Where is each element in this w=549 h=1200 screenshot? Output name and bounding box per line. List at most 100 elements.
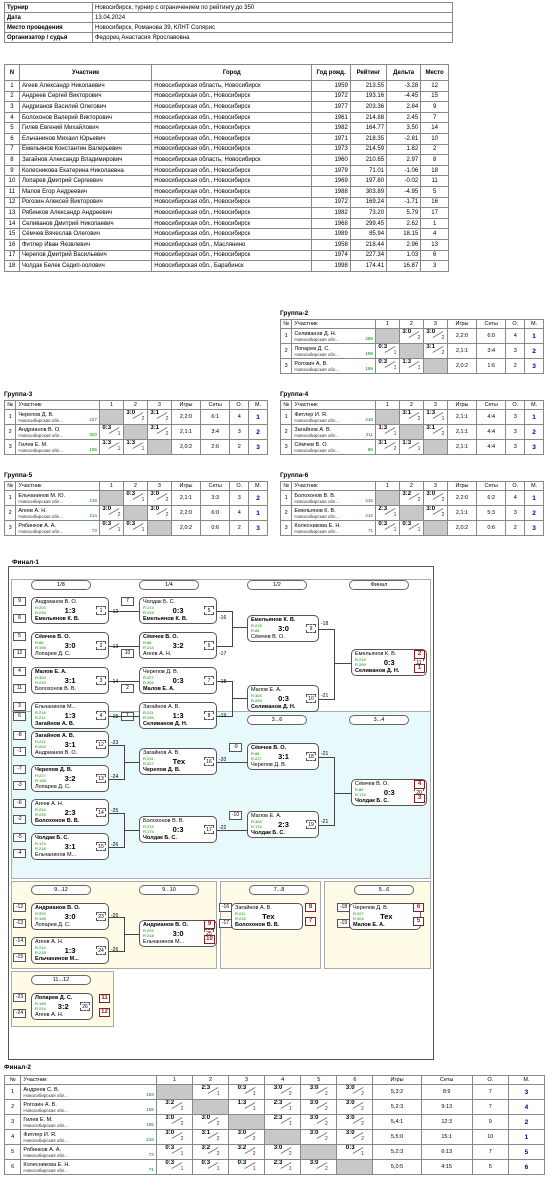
score-points: 1 [252, 1091, 256, 1097]
participant: Андрианов В. О.Новосибирская обл...203 [15, 424, 100, 440]
match-number: 14 [96, 808, 106, 817]
participant-city: Новосибирская обл... [294, 432, 340, 438]
match-result: 3:0 [278, 624, 289, 633]
sets: 3:3 [200, 490, 231, 506]
sets: 1:6 [476, 358, 507, 374]
score-value: 3:0 [426, 491, 436, 498]
column-header: № [279, 481, 293, 491]
points: 4 [229, 505, 250, 521]
player-2-name: Малов Е. А. [143, 686, 175, 692]
table-cell: Новосибирская обл., Новосибирск [151, 207, 313, 219]
games: 2,1:1 [170, 490, 202, 506]
seed-box: 3 [13, 702, 26, 711]
place: 1 [524, 409, 544, 425]
score-value: 3:0 [150, 506, 160, 513]
place-box: 8 [305, 903, 316, 912]
player-1-name: Загайнов А. В. [35, 733, 75, 739]
column-header: 4 [264, 1075, 302, 1085]
loser-ref: -26 [111, 842, 119, 848]
table-cell: Новосибирская обл., Новосибирск [151, 196, 313, 209]
score-points: 2 [141, 416, 145, 422]
match-number: 4 [96, 711, 106, 720]
participant-name: Загайнов А. В. [294, 426, 332, 433]
player-1-rating: R:215 [355, 657, 366, 662]
table-cell: Лопарев Дмитрий Сергеевич [18, 175, 153, 187]
column-header: О. [505, 481, 526, 491]
score-points: 2 [165, 497, 169, 503]
round-header: 1/8 [31, 580, 91, 590]
round-header: 9...12 [31, 885, 91, 895]
place: 3 [507, 1084, 546, 1100]
participant-name: Черепов Д. В. [18, 411, 54, 418]
participant: Черепов Д. В.Новосибирская обл...227 [15, 409, 100, 425]
score-points: 2 [252, 1136, 256, 1142]
column-header: Сеты [476, 481, 507, 491]
sets: 6:1 [200, 409, 231, 425]
row-number: 1 [3, 490, 17, 506]
place: 1 [248, 409, 268, 425]
table-cell: Андрианов Василий Олегович [18, 101, 153, 113]
seed-box: 5 [13, 632, 26, 641]
loser-ref: -21 [321, 693, 329, 699]
column-header: 5 [300, 1075, 338, 1085]
score-points: 2 [441, 512, 445, 518]
games: 5,0:5 [372, 1159, 422, 1175]
score-points: 2 [216, 1121, 220, 1127]
player-2-rating: R:218 [35, 950, 46, 955]
column-header: 3 [422, 481, 448, 491]
score-value: 3:0 [273, 1085, 283, 1092]
table-cell: Новосибирская обл., Новосибирск [151, 249, 313, 262]
score-points: 1 [117, 446, 121, 452]
loser-ref: -18 [219, 679, 227, 685]
match-number: 9 [306, 624, 316, 633]
column-header: Игры [446, 481, 478, 491]
player-2-name: Сёмчев В. О. [251, 634, 285, 640]
score-points: 1 [180, 1166, 184, 1172]
score-cell [122, 505, 148, 521]
bracket-line [109, 745, 124, 746]
column-header: М. [524, 319, 544, 329]
player-1-rating: R:211 [35, 739, 46, 744]
score-points: 1 [141, 446, 145, 452]
table-cell: 15 [4, 228, 20, 240]
match-number: 2 [96, 641, 106, 650]
score-points: 1 [393, 365, 397, 371]
participant-name: Селиванов Д. Н. [294, 330, 337, 337]
points: 10 [471, 1129, 509, 1145]
player-2-rating: R:299 [355, 662, 366, 667]
column-header: 3 [228, 1075, 266, 1085]
score-points: 2 [288, 1091, 292, 1097]
column-header: 3 [422, 400, 448, 410]
table-cell: Рябинков Александр Андреевич [18, 207, 153, 219]
points: 4 [505, 328, 526, 344]
sets: 15:1 [420, 1129, 473, 1145]
points: 2 [505, 358, 526, 374]
bracket-line [109, 951, 124, 952]
table-cell: 1.03 [386, 249, 422, 262]
table-cell: 9 [4, 164, 20, 177]
